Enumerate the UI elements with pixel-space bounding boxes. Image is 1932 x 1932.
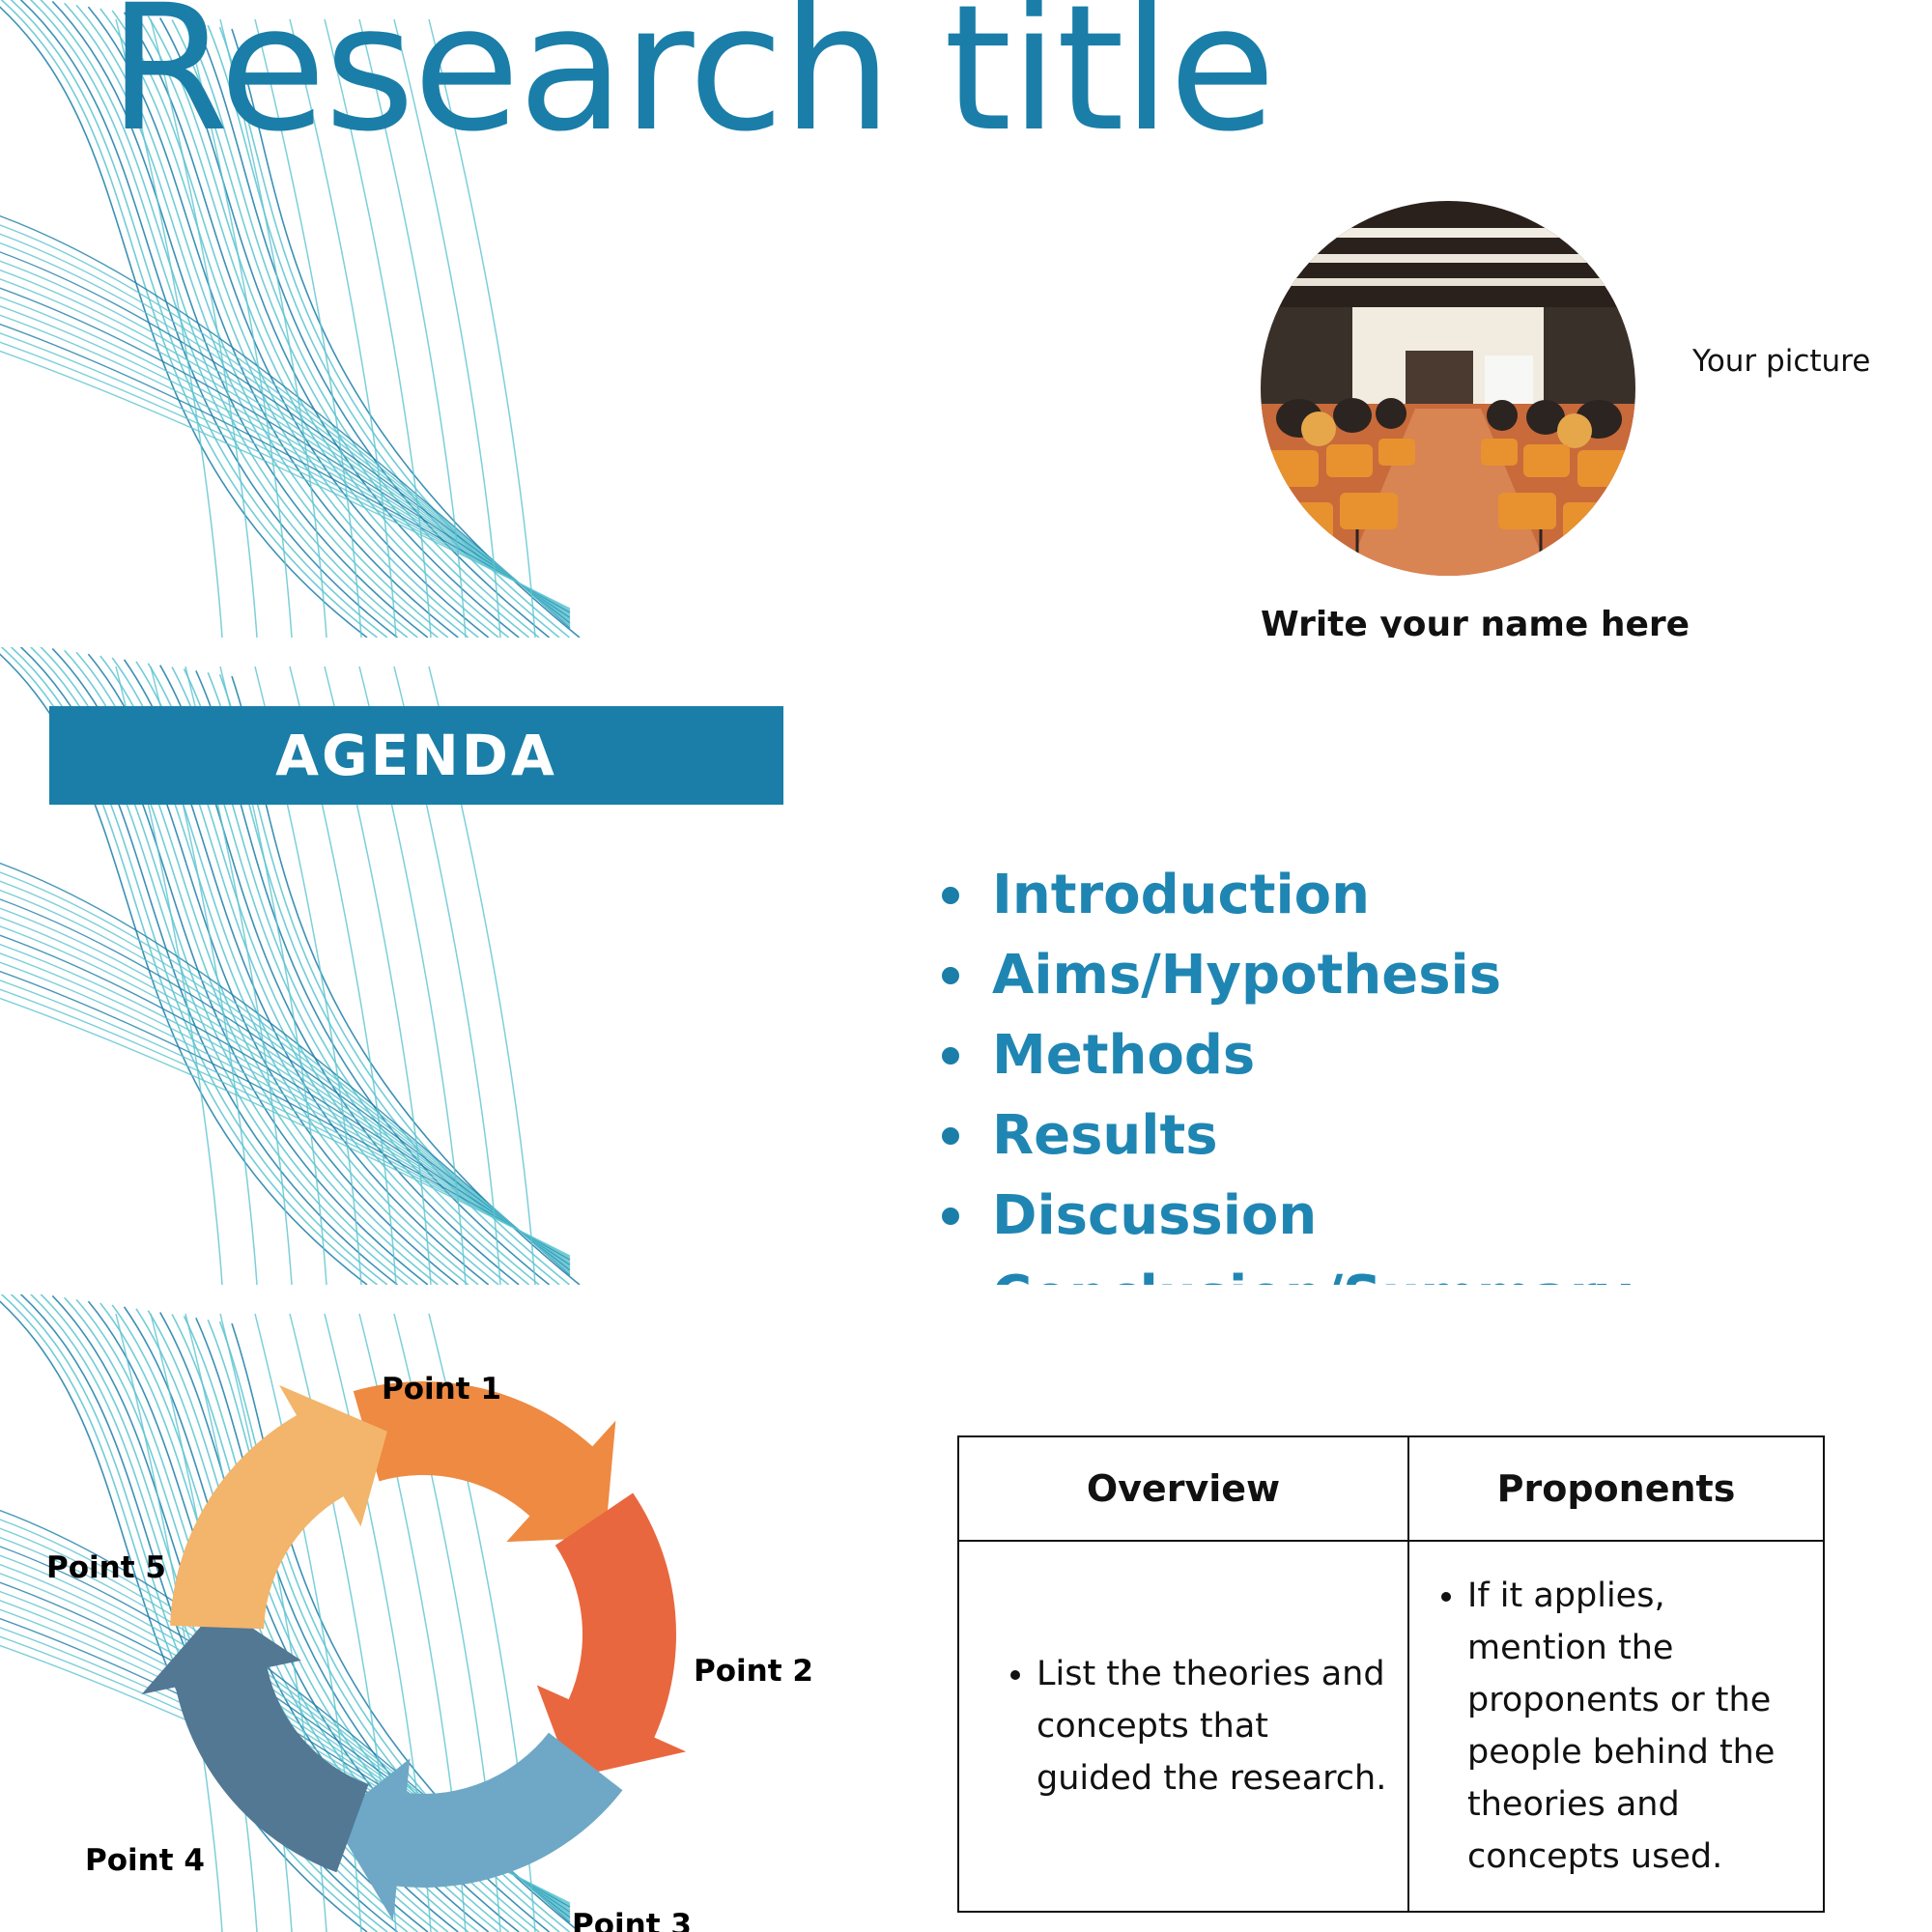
theory-table: Overview Proponents List the theories an… xyxy=(957,1435,1825,1913)
framework-slide: Point 1 Point 2 Point 3 Point 4 Point 5 … xyxy=(0,1294,1932,1932)
agenda-item-label: Discussion xyxy=(992,1184,1318,1247)
cycle-arrow-4 xyxy=(141,1605,369,1873)
agenda-item: Methods xyxy=(942,1015,1632,1095)
agenda-title: AGENDA xyxy=(275,723,557,788)
lecture-hall-photo xyxy=(1261,201,1635,576)
agenda-item: Discussion xyxy=(942,1176,1632,1256)
overview-bullet: List the theories and concepts that guid… xyxy=(1037,1648,1388,1804)
bullet-icon xyxy=(942,1046,959,1065)
agenda-item: Aims/Hypothesis xyxy=(942,935,1632,1015)
bullet-icon xyxy=(942,966,959,984)
agenda-banner: AGENDA xyxy=(49,706,783,805)
agenda-item-label: Conclusion/Summary xyxy=(992,1264,1632,1285)
agenda-item-label: Methods xyxy=(992,1024,1256,1087)
cycle-point-4-label: Point 4 xyxy=(85,1843,205,1878)
agenda-item-label: Introduction xyxy=(992,864,1371,926)
cycle-arrow-5 xyxy=(170,1384,387,1630)
agenda-item: Introduction xyxy=(942,855,1632,935)
proponents-cell: If it applies, mention the proponents or… xyxy=(1407,1540,1825,1913)
overview-cell: List the theories and concepts that guid… xyxy=(957,1540,1409,1913)
agenda-slide: AGENDA Introduction Aims/Hypothesis Meth… xyxy=(0,647,1932,1285)
proponents-bullet: If it applies, mention the proponents or… xyxy=(1467,1570,1804,1883)
agenda-list: Introduction Aims/Hypothesis Methods Res… xyxy=(942,855,1632,1285)
cycle-arrow-2 xyxy=(536,1492,687,1778)
bullet-icon xyxy=(942,886,959,904)
bullet-icon xyxy=(942,1207,959,1225)
table-row: List the theories and concepts that guid… xyxy=(957,1540,1825,1913)
table-header-row: Overview Proponents xyxy=(957,1435,1825,1542)
picture-label: Your picture xyxy=(1692,344,1871,379)
cycle-diagram xyxy=(141,1381,687,1921)
cycle-point-5-label: Point 5 xyxy=(46,1550,166,1585)
cycle-arrow-1 xyxy=(353,1381,616,1543)
agenda-item-label: Results xyxy=(992,1104,1218,1167)
research-title: Research title xyxy=(108,0,1276,170)
bullet-icon xyxy=(942,1126,959,1145)
cycle-point-1-label: Point 1 xyxy=(382,1372,501,1406)
overview-header: Overview xyxy=(957,1435,1409,1542)
agenda-item: Results xyxy=(942,1095,1632,1176)
cycle-point-2-label: Point 2 xyxy=(694,1654,813,1689)
cycle-point-3-label: Point 3 xyxy=(572,1908,692,1932)
agenda-item: Conclusion/Summary xyxy=(942,1256,1632,1285)
title-slide: Research title xyxy=(0,0,1932,638)
cycle-arrow-3 xyxy=(332,1732,623,1921)
presenter-name: Write your name here xyxy=(1261,605,1690,638)
proponents-header: Proponents xyxy=(1407,1435,1825,1542)
decorative-wave-lines xyxy=(0,0,581,638)
agenda-item-label: Aims/Hypothesis xyxy=(992,944,1502,1007)
